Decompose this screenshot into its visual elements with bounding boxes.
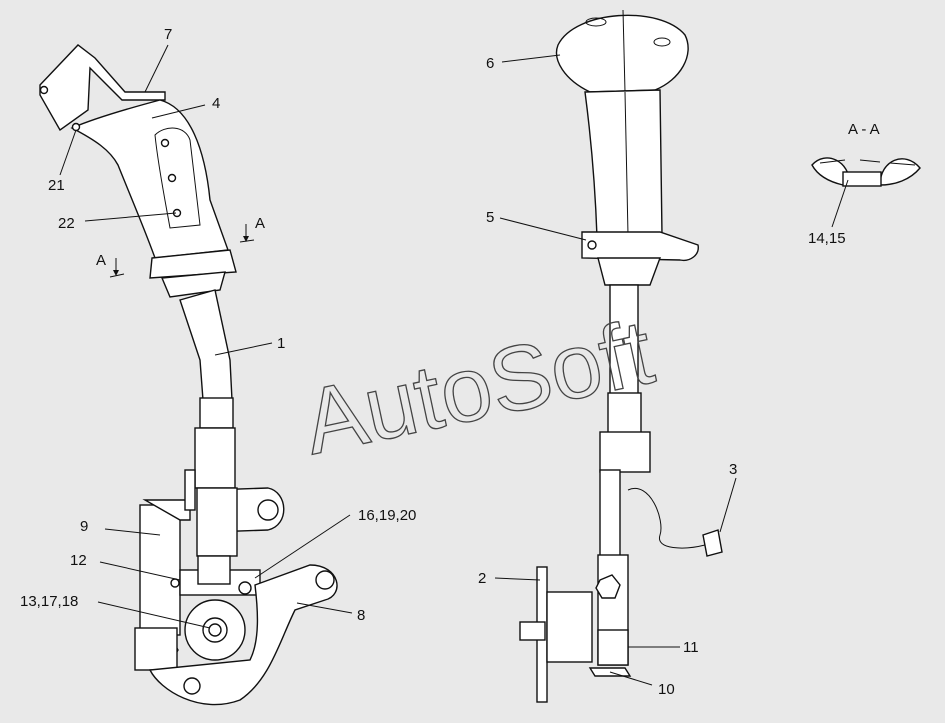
callout-11: 11 [683, 639, 699, 656]
callout-3: 3 [729, 461, 737, 478]
left-lever-assembly [39, 44, 338, 706]
leader-lines [59, 44, 849, 686]
section-mark-a-left: A [96, 252, 106, 269]
post-9 [139, 504, 181, 636]
callout-16-19-20: 16,19,20 [358, 507, 416, 524]
callout-labels: 7 4 21 22 A A 1 9 16,19,20 12 13,17,18 8… [20, 26, 880, 698]
callout-14-15: 14,15 [808, 230, 846, 247]
callout-13-17-18: 13,17,18 [20, 593, 78, 610]
section-a-a [811, 157, 921, 187]
callout-9: 9 [80, 518, 88, 535]
callout-12: 12 [70, 552, 87, 569]
clamp-5 [581, 231, 699, 262]
right-lever-assembly [519, 9, 723, 703]
callout-2: 2 [478, 570, 486, 587]
bracket-7 [39, 44, 166, 132]
callout-6: 6 [486, 55, 494, 72]
callout-7: 7 [164, 26, 172, 43]
handle-4 [70, 99, 229, 259]
rod-1 [179, 289, 233, 401]
section-title: A - A [848, 121, 880, 138]
callout-21: 21 [48, 177, 65, 194]
wire-3 [627, 487, 706, 549]
knob-6 [555, 14, 689, 93]
callout-8: 8 [357, 607, 365, 624]
arm-8 [148, 564, 338, 706]
callout-10: 10 [658, 681, 675, 698]
callout-4: 4 [212, 95, 220, 112]
callout-22: 22 [58, 215, 75, 232]
callout-5: 5 [486, 209, 494, 226]
nut-11 [597, 629, 629, 666]
callout-1: 1 [277, 335, 285, 352]
section-mark-a-right: A [255, 215, 265, 232]
